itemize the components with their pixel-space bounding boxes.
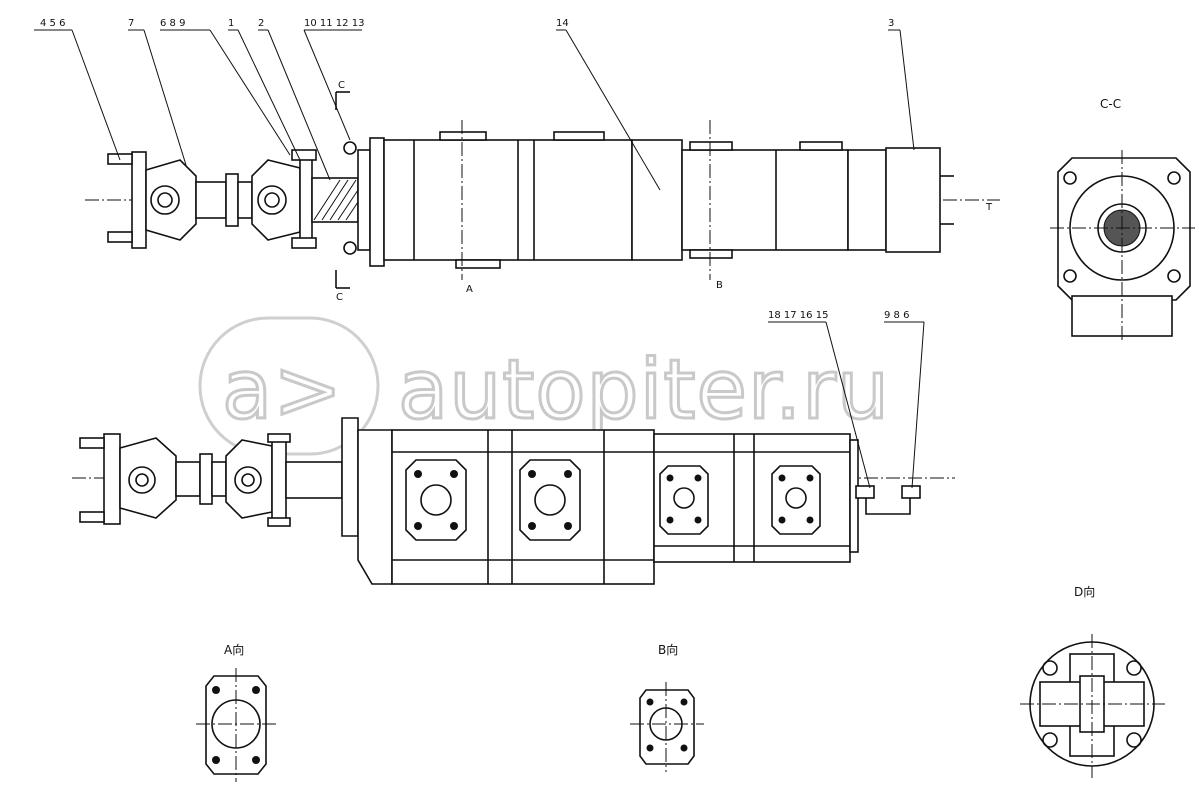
watermark-text: autopiter.ru	[398, 343, 890, 438]
port-plate	[771, 465, 821, 535]
callout-label: 14	[556, 18, 569, 29]
section-mark: C	[338, 80, 345, 91]
callout-label: 4 5 6	[40, 18, 65, 29]
callout-label: 10 11 12 13	[304, 18, 364, 29]
callout-label: 2	[258, 18, 264, 29]
top-view: 4 5 6 7 6 8 9 1 2 10 11 12 13 14 3 C C A…	[34, 18, 1000, 303]
view-b-title: B向	[658, 642, 678, 657]
view-d-title: D向	[1074, 584, 1095, 599]
view-mark-a: A	[466, 284, 473, 295]
port-plate	[519, 459, 581, 541]
callout-label: 7	[128, 18, 134, 29]
callout-label: 18 17 16 15	[768, 310, 828, 321]
view-a: A向	[196, 642, 276, 782]
callout-label: 6 8 9	[160, 18, 185, 29]
port-plate	[405, 459, 467, 541]
callout-label: 3	[888, 18, 894, 29]
view-mark-t: T	[985, 202, 993, 213]
watermark: a> autopiter.ru	[198, 316, 890, 456]
section-title: C-C	[1100, 97, 1121, 111]
port-plate	[659, 465, 709, 535]
callout-label: 9 8 6	[884, 310, 909, 321]
svg-text:a>: a>	[222, 343, 343, 438]
view-b: B向	[630, 642, 704, 772]
front-view: 18 17 16 15 9 8 6	[72, 310, 955, 585]
view-d: D向	[1020, 584, 1165, 778]
view-mark-b: B	[716, 280, 723, 291]
view-a-title: A向	[224, 642, 244, 657]
callout-label: 1	[228, 18, 234, 29]
section-mark: C	[336, 292, 343, 303]
section-cc-view: C-C	[1050, 97, 1195, 340]
